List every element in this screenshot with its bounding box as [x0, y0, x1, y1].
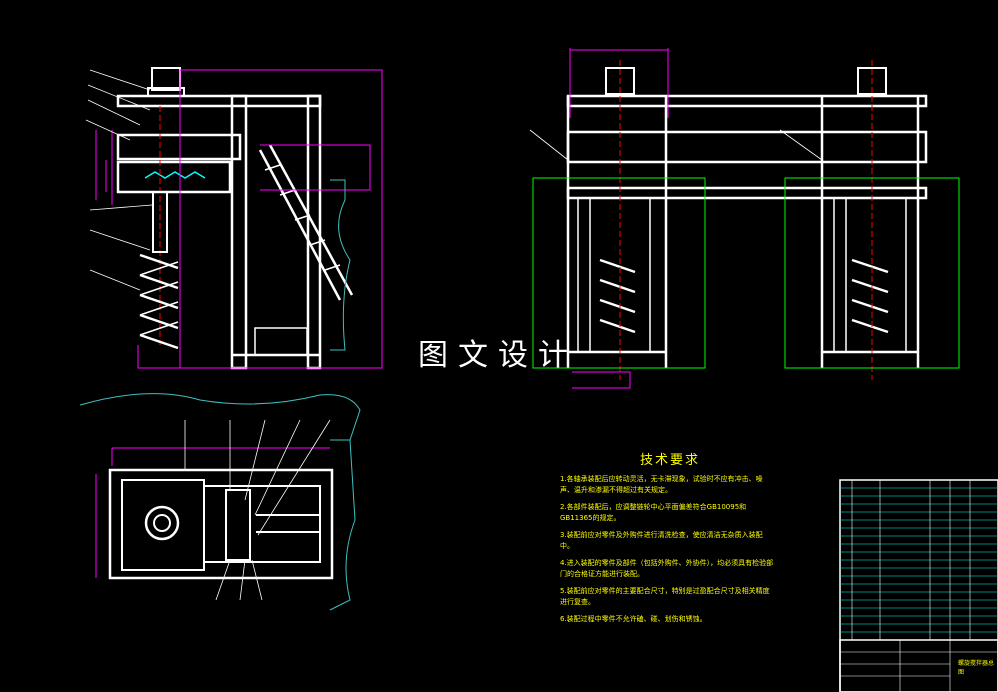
front-view: [85, 67, 383, 370]
top-view: [79, 393, 361, 611]
tech-requirements-title: 技术要求: [640, 453, 701, 468]
tech-requirement-item: 6.装配过程中零件不允许磕、碰、划伤和锈蚀。: [560, 615, 707, 623]
tech-requirement-item: 3.装配前应对零件及外购件进行清洗检查，使应清洁无杂质入装配中。: [560, 531, 763, 550]
tech-requirements-list: 1.各轴承装配后应转动灵活，无卡滞现象，试验时不应有冲击、噪声、温升和渗漏不得超…: [560, 474, 775, 631]
watermark-text: 图文设计: [418, 338, 578, 373]
tech-requirement-item: 2.各部件装配后，应调整链轮中心平面偏差符合GB10095和GB11365的规定…: [560, 503, 747, 522]
title-block: [839, 479, 998, 692]
title-block-name: 螺旋搅拌器总图: [958, 660, 995, 676]
tech-requirement-item: 4.进入装配的零件及部件（包括外购件、外协件），均必须具有检验部门的合格证方能进…: [560, 559, 774, 578]
tech-requirement-item: 1.各轴承装配后应转动灵活，无卡滞现象，试验时不应有冲击、噪声、温升和渗漏不得超…: [560, 475, 763, 494]
side-view: [529, 48, 960, 389]
tech-requirement-item: 5.装配前应对零件的主要配合尺寸，特别是过盈配合尺寸及相关精度进行复查。: [560, 587, 770, 606]
